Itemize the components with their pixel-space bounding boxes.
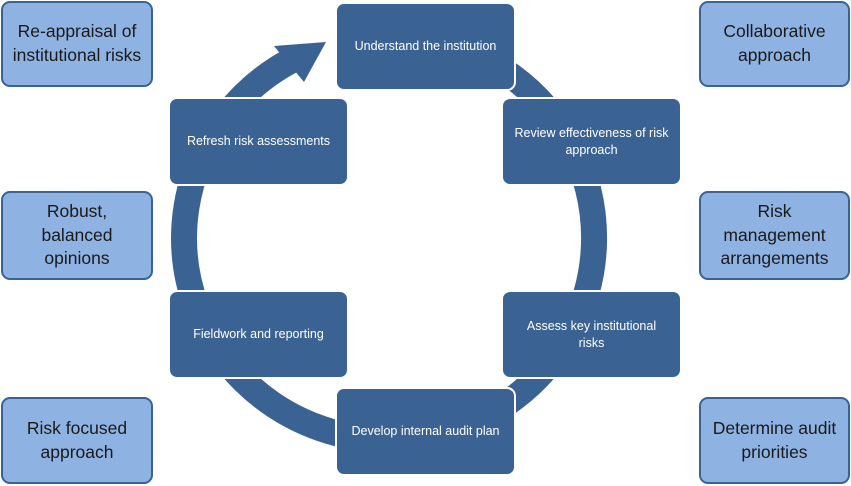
step-assess-risks: Assess key institutional risks [501, 290, 682, 379]
cycle-arrowhead-icon [274, 42, 326, 82]
side-box-label: Risk management arrangements [720, 201, 829, 269]
step-fieldwork-reporting: Fieldwork and reporting [168, 290, 349, 379]
step-label: Fieldwork and reporting [193, 327, 324, 342]
right-box-audit-priorities: Determine audit priorities [699, 397, 850, 484]
right-box-risk-management: Risk management arrangements [699, 191, 850, 280]
left-box-reappraisal: Re-appraisal of institutional risks [1, 1, 153, 87]
side-box-label: Robust, balanced opinions [41, 201, 113, 269]
step-review-effectiveness: Review effectiveness of risk approach [501, 97, 682, 186]
step-label: Assess key institutional risks [526, 318, 657, 350]
step-refresh-risk-assessments: Refresh risk assessments [168, 97, 349, 186]
step-label: Understand the institution [354, 39, 497, 54]
right-box-collaborative: Collaborative approach [699, 1, 850, 87]
step-develop-audit-plan: Develop internal audit plan [335, 387, 516, 476]
step-understand-institution: Understand the institution [335, 2, 516, 91]
side-box-label: Determine audit priorities [712, 417, 837, 462]
left-box-robust-opinions: Robust, balanced opinions [1, 191, 153, 280]
step-label: Refresh risk assessments [186, 134, 331, 149]
left-box-risk-focused: Risk focused approach [1, 397, 153, 484]
step-label: Review effectiveness of risk approach [514, 125, 669, 157]
side-box-label: Risk focused approach [26, 417, 128, 462]
step-label: Develop internal audit plan [351, 424, 500, 439]
side-box-label: Re-appraisal of institutional risks [12, 21, 142, 65]
side-box-label: Collaborative approach [723, 21, 826, 65]
